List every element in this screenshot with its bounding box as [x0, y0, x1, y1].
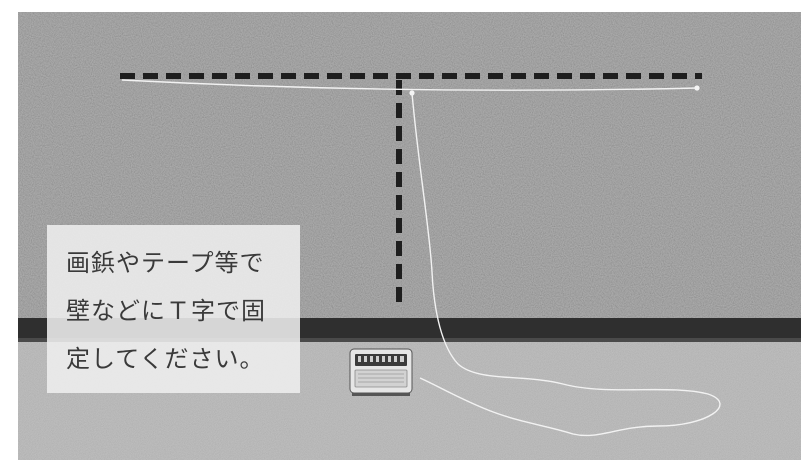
antenna-wire-lead — [411, 92, 721, 437]
pin-right — [694, 85, 700, 91]
antenna-wire-horizontal — [121, 79, 698, 91]
radio-icon — [349, 348, 413, 396]
caption-line-3: 定してください。 — [66, 345, 265, 373]
instruction-caption-box: 画鋲やテープ等で 壁などにＴ字で固 定してください。 — [47, 225, 300, 393]
caption-line-2: 壁などにＴ字で固 — [66, 297, 266, 325]
caption-line-1: 画鋲やテープ等で — [66, 249, 265, 277]
